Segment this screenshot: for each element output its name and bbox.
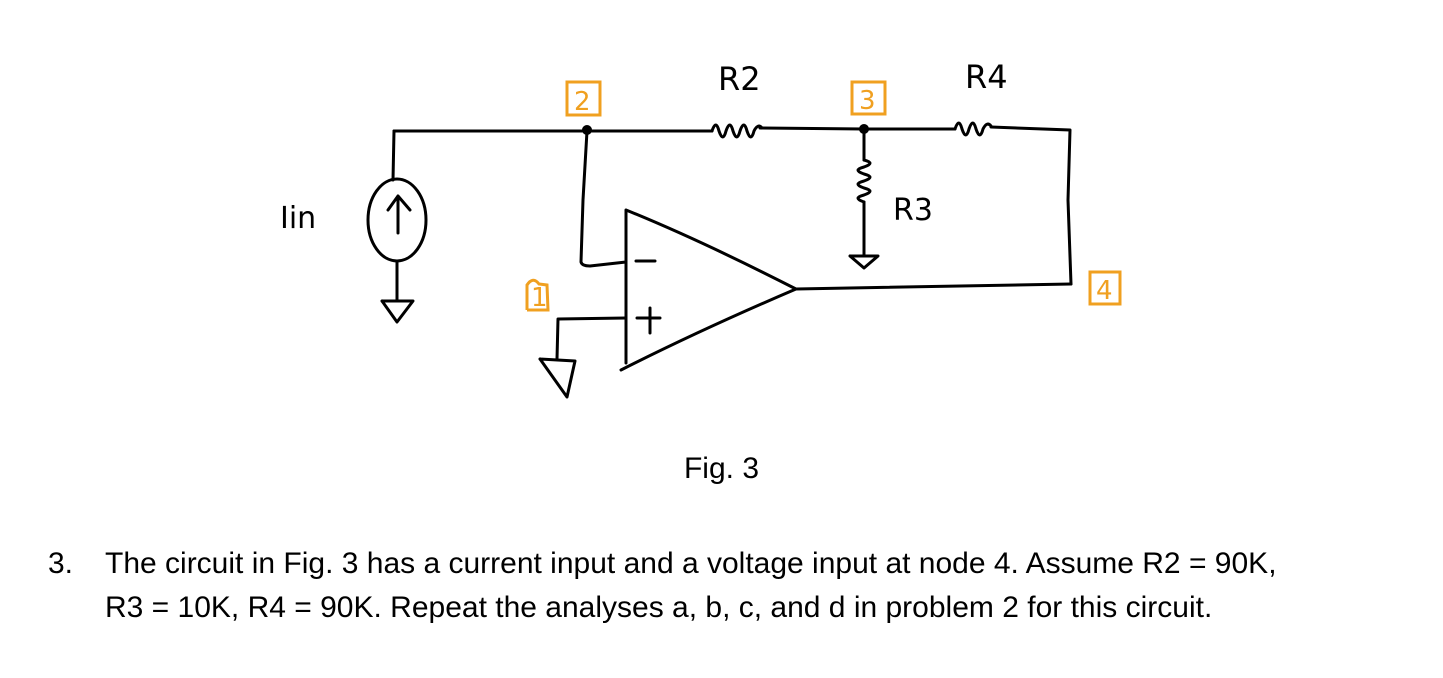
- ground-icon: [538, 357, 577, 399]
- problem-line: The circuit in Fig. 3 has a current inpu…: [105, 547, 1277, 580]
- opamp-plus-sign: [635, 306, 662, 335]
- ground-icon: [848, 254, 880, 270]
- node-4-label: 4: [1096, 276, 1113, 306]
- ground-icon: [380, 299, 415, 324]
- circuit-diagram: Iin 2 R2 3 R3 R4 4 1: [280, 58, 1122, 399]
- problem-body: The circuit in Fig. 3 has a current inpu…: [105, 542, 1435, 630]
- source-label: Iin: [280, 201, 316, 236]
- current-source: [366, 129, 428, 324]
- r4-label: R4: [965, 58, 1008, 96]
- wire-plus-ground: [555, 316, 628, 361]
- problem-number: 3.: [48, 547, 74, 580]
- arrow-up-icon: [386, 194, 412, 235]
- resistor-r2: [710, 123, 764, 139]
- node-2-label: 2: [574, 87, 591, 117]
- node-1-box: [525, 278, 550, 312]
- opamp-triangle: [619, 208, 798, 372]
- node-2-box: [565, 80, 602, 117]
- node-4-box: [1088, 270, 1122, 306]
- wire-node2-minus: [579, 129, 628, 268]
- node-3-label: 3: [859, 86, 876, 116]
- r3-label: R3: [893, 193, 933, 228]
- wire-output-node4: [794, 282, 1073, 291]
- resistor-r4: [953, 121, 993, 137]
- resistor-r3: [856, 158, 872, 204]
- node-1-label: 1: [531, 283, 548, 313]
- figure-caption: Fig. 3: [683, 452, 760, 485]
- problem-line: R3 = 10K, R4 = 90K. Repeat the analyses …: [105, 591, 1213, 624]
- node-3-box: [850, 80, 887, 116]
- r2-label: R2: [718, 60, 761, 98]
